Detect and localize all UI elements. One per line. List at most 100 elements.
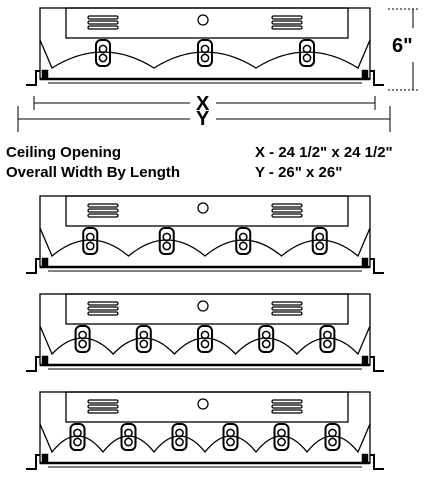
vent-slot bbox=[271, 25, 303, 30]
center-knob bbox=[197, 202, 209, 214]
latch bbox=[41, 453, 49, 463]
lamp-socket bbox=[238, 232, 248, 242]
lamp-socket bbox=[261, 339, 271, 349]
vent-slot bbox=[87, 311, 119, 316]
x-dimension-label: X bbox=[196, 93, 210, 115]
lamp-socket bbox=[328, 428, 337, 438]
lamp-socket bbox=[200, 339, 210, 349]
lamp-socket bbox=[323, 339, 332, 349]
lamp-holder bbox=[74, 325, 91, 353]
spec-value-y: Y - 26" x 26" bbox=[255, 164, 343, 181]
lamp-socket bbox=[73, 437, 82, 447]
lamp-holder bbox=[95, 39, 111, 67]
lamp-socket bbox=[226, 437, 235, 447]
right-flange bbox=[370, 454, 384, 470]
left-flange bbox=[26, 356, 40, 372]
lamp-holder bbox=[171, 423, 188, 451]
lamp-holder bbox=[235, 227, 252, 255]
lamp-socket bbox=[261, 330, 271, 340]
vent-slot bbox=[271, 203, 303, 208]
lamp-socket bbox=[226, 428, 235, 438]
vent-slot bbox=[87, 208, 119, 213]
vent-slot bbox=[87, 399, 119, 404]
left-flange bbox=[26, 454, 40, 470]
lamp-socket bbox=[98, 44, 108, 54]
center-knob bbox=[197, 14, 209, 26]
vent-slot bbox=[271, 213, 303, 218]
ballast-box bbox=[65, 7, 349, 39]
lamp-socket bbox=[238, 241, 248, 251]
reflector-scallops bbox=[39, 423, 371, 454]
ballast-box bbox=[65, 195, 349, 227]
spec-label-overall-size: Overall Width By Length bbox=[6, 164, 181, 181]
vent-slot bbox=[87, 404, 119, 409]
lamp-socket bbox=[200, 44, 210, 54]
latch bbox=[361, 257, 369, 267]
lamp-socket bbox=[175, 437, 184, 447]
vent-slot bbox=[87, 203, 119, 208]
fixture-main bbox=[26, 7, 384, 86]
lamp-socket bbox=[73, 428, 82, 438]
latch bbox=[361, 453, 369, 463]
spec-value-x: X - 24 1/2" x 24 1/2" bbox=[255, 144, 393, 161]
vent-slot bbox=[87, 213, 119, 218]
lamp-socket bbox=[162, 241, 172, 251]
vent-slot bbox=[271, 15, 303, 20]
latch bbox=[361, 69, 369, 79]
lamp-holder bbox=[319, 325, 336, 353]
center-knob bbox=[197, 300, 209, 312]
lamp-socket bbox=[315, 232, 325, 242]
lamp-holder bbox=[197, 39, 213, 67]
vent-slot bbox=[87, 15, 119, 20]
height-dimension-label: 6" bbox=[392, 35, 413, 57]
lamp-holder bbox=[197, 325, 213, 353]
right-flange bbox=[370, 70, 384, 86]
lamp-socket bbox=[328, 437, 337, 447]
vent-slot bbox=[87, 20, 119, 25]
vent-slot bbox=[271, 409, 303, 414]
lamp-holder bbox=[324, 423, 341, 451]
lamp-socket bbox=[139, 339, 149, 349]
latch bbox=[41, 355, 49, 365]
vent-slot bbox=[271, 306, 303, 311]
lamp-holder bbox=[311, 227, 328, 255]
lamp-holder bbox=[258, 325, 275, 353]
lamp-socket bbox=[302, 44, 312, 54]
fixture-variant-3 bbox=[26, 391, 384, 470]
lamp-socket bbox=[162, 232, 172, 242]
lamp-socket bbox=[200, 53, 210, 63]
lamp-socket bbox=[277, 437, 286, 447]
vent-slot bbox=[271, 404, 303, 409]
vent-slot bbox=[271, 208, 303, 213]
lamp-socket bbox=[124, 437, 133, 447]
lamp-socket bbox=[315, 241, 325, 251]
lamp-holder bbox=[158, 227, 175, 255]
spec-label-ceiling-opening: Ceiling Opening bbox=[6, 144, 121, 161]
vent-slot bbox=[87, 409, 119, 414]
lamp-holder bbox=[82, 227, 99, 255]
lamp-socket bbox=[200, 330, 210, 340]
right-flange bbox=[370, 258, 384, 274]
lamp-holder bbox=[273, 423, 290, 451]
lamp-socket bbox=[139, 330, 149, 340]
vent-slot bbox=[271, 399, 303, 404]
ballast-box bbox=[65, 293, 349, 325]
latch bbox=[41, 69, 49, 79]
fixture-variant-2 bbox=[26, 293, 384, 372]
vent-slot bbox=[271, 311, 303, 316]
dimension-lines bbox=[17, 8, 418, 132]
lamp-holder bbox=[222, 423, 239, 451]
right-flange bbox=[370, 356, 384, 372]
lamp-socket bbox=[78, 330, 87, 340]
left-flange bbox=[26, 70, 40, 86]
center-knob bbox=[197, 398, 209, 410]
lamp-socket bbox=[277, 428, 286, 438]
vent-slot bbox=[87, 306, 119, 311]
vent-slot bbox=[87, 301, 119, 306]
lamp-socket bbox=[124, 428, 133, 438]
latch bbox=[361, 355, 369, 365]
lamp-socket bbox=[302, 53, 312, 63]
lamp-holder bbox=[120, 423, 137, 451]
lamp-socket bbox=[85, 241, 95, 251]
